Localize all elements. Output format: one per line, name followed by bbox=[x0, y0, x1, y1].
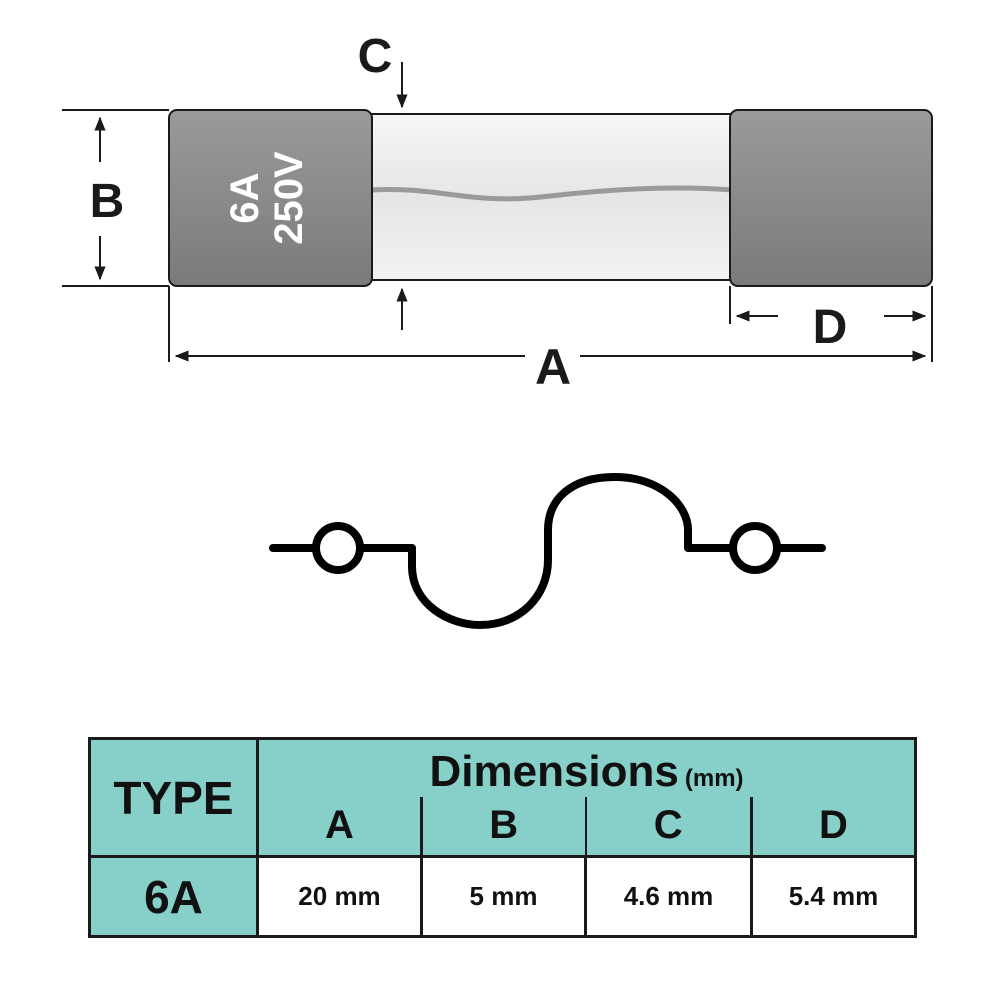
column-header-a-label: A bbox=[325, 803, 354, 848]
fuse-voltage-text: 250V bbox=[267, 151, 311, 245]
type-value-cell: 6A bbox=[88, 855, 259, 938]
left-end-cap bbox=[168, 109, 373, 287]
column-header-c: C bbox=[584, 796, 753, 858]
right-end-cap bbox=[729, 109, 933, 287]
type-value: 6A bbox=[144, 870, 203, 923]
column-header-a: A bbox=[256, 796, 423, 858]
dimensions-table: TYPE Dimensions(mm) A B C D 6A 20 mm 5 m… bbox=[88, 737, 917, 938]
column-header-b-label: B bbox=[489, 803, 519, 848]
value-cell-b: 5 mm bbox=[420, 855, 587, 938]
value-cell-c: 4.6 mm bbox=[584, 855, 753, 938]
value-d: 5.4 mm bbox=[788, 881, 879, 911]
value-cell-a: 20 mm bbox=[256, 855, 423, 938]
column-header-c-label: C bbox=[653, 803, 683, 848]
dimension-a-label: A bbox=[535, 339, 571, 395]
dimensions-header-cell: Dimensions(mm) bbox=[256, 737, 917, 797]
dimension-b-label: B bbox=[90, 175, 125, 228]
column-header-b: B bbox=[420, 796, 587, 858]
table-row: 6A 20 mm 5 mm 4.6 mm 5.4 mm bbox=[88, 855, 917, 938]
value-b: 5 mm bbox=[469, 881, 538, 911]
column-header-d: D bbox=[750, 796, 917, 858]
fuse-wire bbox=[371, 185, 733, 202]
fuse-schematic-symbol bbox=[269, 473, 826, 629]
type-header-cell: TYPE bbox=[88, 737, 259, 858]
value-a: 20 mm bbox=[298, 881, 381, 911]
dimension-d-label: D bbox=[813, 301, 848, 354]
value-c: 4.6 mm bbox=[623, 881, 714, 911]
fuse-diagram: 6A 250V B C A D bbox=[62, 30, 933, 629]
dimensions-header: Dimensions bbox=[429, 746, 679, 796]
dimensions-unit: (mm) bbox=[684, 764, 744, 792]
dimension-c-label: C bbox=[358, 30, 393, 83]
value-cell-d: 5.4 mm bbox=[750, 855, 917, 938]
column-header-d-label: D bbox=[819, 803, 848, 848]
type-header: TYPE bbox=[113, 771, 234, 824]
fuse-rating-text: 6A bbox=[223, 172, 267, 223]
